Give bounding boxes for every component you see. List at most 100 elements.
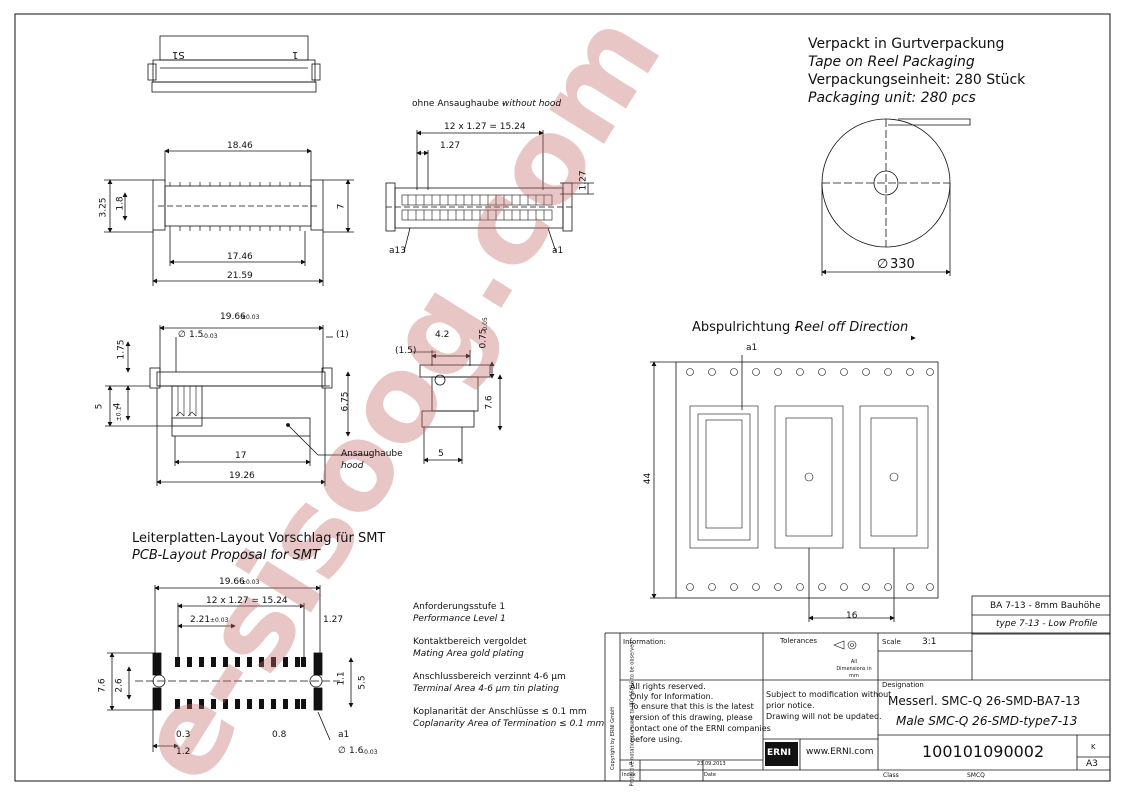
rights-line-3: To ensure that this is the latest [630,702,754,711]
front-view-outline [104,148,354,286]
reel-off-de: Abspulrichtung - [692,320,800,335]
no-hood-dim-pitch: 12 x 1.27 = 15.24 [444,122,526,132]
index-label: Index [622,772,636,778]
pcb-title-en: PCB-Layout Proposal for SMT [132,548,320,563]
website[interactable]: www.ERNI.com [806,747,874,757]
tape-pitch-dim: 16 [846,611,858,621]
top-view-outline [147,35,321,93]
front-dim-outer: 21.59 [227,271,253,281]
side-dia-symbol: ∅ [178,330,186,340]
packaging-title-en: Tape on Reel Packaging [808,54,975,70]
no-hood-caption-de: ohne Ansaughaube - [412,99,506,109]
spec-3-de: Anschlussbereich verzinnt 4-6 µm [413,672,566,682]
rights-line-5: contact one of the ERNI companies [630,724,771,733]
no-hood-caption-en: without hood [502,99,562,109]
end-dim-5: 5 [438,449,444,459]
pcb-dia-symbol: ∅ [338,746,346,756]
side-dim-675: 6.75 [340,391,351,412]
reel-off-en: Reel off Direction [795,320,909,335]
modification-line-2: prior notice. [766,701,815,710]
side-dim-top: 19.66 [220,312,246,322]
sprocket-holes [686,368,934,591]
top-view-label-right: 1 [292,49,299,60]
pcb-layout-outline [107,585,354,752]
pcb-dim-221-tol: ±0.03 [210,617,229,624]
erni-logo-box [765,742,798,766]
pcb-dim-76: 7.6 [97,678,108,693]
front-dim-left-1: 3.25 [98,197,109,218]
pcb-dim-55: 5.5 [357,675,368,690]
pcb-dim-pitch: 12 x 1.27 = 15.24 [206,596,288,606]
spec-3-en: Terminal Area 4-6 µm tin plating [413,684,559,694]
no-hood-dim-single: 1.27 [440,141,461,151]
projection-symbol [833,640,857,650]
sheet-size: A3 [1086,759,1098,769]
copyright-vertical: Copyright by ERNI GmbH [610,707,616,770]
hood-label-en: hood [341,461,364,471]
title-block-grid [604,595,1111,782]
no-hood-view-outline [385,130,594,253]
type-de: BA 7-13 - 8mm Bauhöhe [990,601,1101,611]
no-hood-dim-right: 1.27 [578,170,589,191]
side-dim-17: 17 [235,451,247,461]
date-label: Date [704,772,716,778]
end-dim-42: 4.2 [435,330,450,340]
tape-a1-label: a1 [746,343,758,353]
tape-height-dim: 44 [643,472,654,485]
pcb-dim-26: 2.6 [114,678,125,693]
side-dia: 1.5 [189,330,204,340]
rights-line-2: Only for Information. [630,692,714,701]
type-en: type 7-13 - Low Profile [996,619,1098,629]
packaging-unit-en: Packaging unit: 280 pcs [808,90,976,106]
pcb-dim-221: 2.21 [190,615,211,625]
side-dia-tol: -0.03 [202,333,218,340]
side-dim-5: 5 [94,403,105,410]
class-value: SMCQ [967,772,985,779]
end-dim-15: (1.5) [395,346,417,356]
rights-line-6: before using. [630,735,683,744]
end-dim-76: 7.6 [484,395,495,410]
modification-line-3: Drawing will not be updated. [766,712,882,721]
tolerances-label: Tolerances [780,637,818,645]
no-hood-a1: a1 [552,246,564,256]
pcb-dim-top-tol: ±0.03 [241,579,260,586]
modification-line-1: Subject to modification without [766,690,892,699]
dims-note: All Dimensions in mm [836,659,872,679]
packaging-unit-de: Verpackungseinheit: 280 Stück [808,72,1026,88]
spec-4-en: Coplanarity Area of Termination ≤ 0.1 mm [413,719,605,729]
side-dim-4-tol: ±0.1 [115,406,123,422]
packaging-title-de: Verpackt in Gurtverpackung [808,36,1005,52]
front-dim-inner: 17.46 [227,252,253,262]
side-dim-1926: 19.26 [229,471,255,481]
pcb-dim-11: 1.1 [336,671,347,686]
spec-1-en: Performance Level 1 [413,614,506,624]
pcb-dim-08: 0.8 [272,730,287,740]
tape-outline [650,335,939,622]
end-dim-075-tol: -0.05 [481,317,489,333]
spec-2-en: Mating Area gold plating [413,649,524,659]
pcb-dim-12: 1.2 [176,747,191,757]
pcb-dim-127: 1.27 [323,615,344,625]
side-dim-175: 1.75 [116,339,127,360]
revision-letter: K [1091,743,1096,751]
scale-label: Scale [882,638,901,646]
pcb-dim-top: 19.66 [219,577,245,587]
reel-diameter: 330 [890,257,915,272]
end-view-outline [412,350,503,464]
front-dim-top: 18.46 [227,141,253,151]
pcb-dim-03: 0.3 [176,730,191,740]
reel-outline [821,118,971,276]
hood-label-de: Ansaughaube [341,449,403,459]
reel-diameter-symbol: ∅ [877,257,889,272]
designation-de: Messerl. SMC-Q 26-SMD-BA7-13 [888,694,1081,708]
pcb-dia-tol: -0.03 [362,749,378,756]
side-view-outline [105,325,372,486]
no-hood-a13: a13 [389,246,406,256]
pcb-title-de: Leiterplatten-Layout Vorschlag für SMT [132,531,386,546]
erni-logo: ERNI [767,748,791,758]
date-value: 23.09.2013 [697,761,726,767]
index-small: d [629,761,633,767]
scale-value: 3:1 [922,637,937,647]
class-label: Class [883,772,899,779]
front-dim-left-2: 1.8 [115,196,126,211]
